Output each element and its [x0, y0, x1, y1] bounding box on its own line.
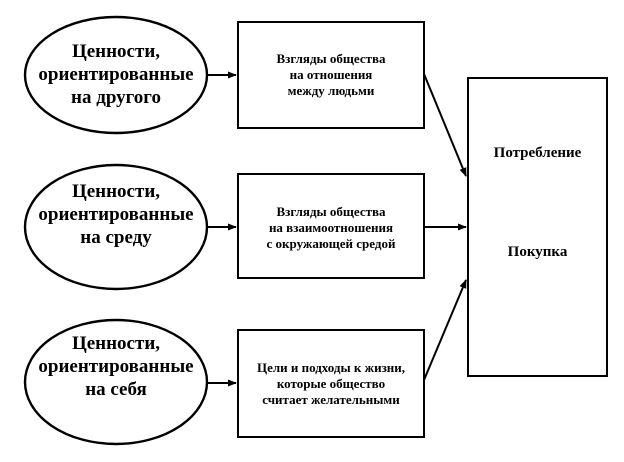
value-label-self: Ценности, ориентированные на себя	[38, 333, 194, 400]
target-box	[467, 77, 608, 377]
value-label-environment: Ценности, ориентированные на среду	[38, 181, 194, 248]
target-label-purchase: Покупка	[507, 244, 568, 260]
view-box-goals	[237, 329, 425, 438]
view-box-environment	[237, 173, 425, 279]
arrow-view-3-to-target	[423, 279, 467, 381]
value-label-other: Ценности, ориентированные на другого	[38, 41, 194, 108]
view-label-relations: Взгляды общества на отношения между людь…	[276, 51, 386, 98]
arrow-view-1-to-target	[423, 73, 467, 177]
view-label-environment: Взгляды общества на взаимоотношения с ок…	[266, 204, 396, 251]
target-label-consumption: Потребление	[493, 145, 582, 161]
view-label-goals: Цели и подходы к жизни, которые общество…	[256, 360, 406, 407]
